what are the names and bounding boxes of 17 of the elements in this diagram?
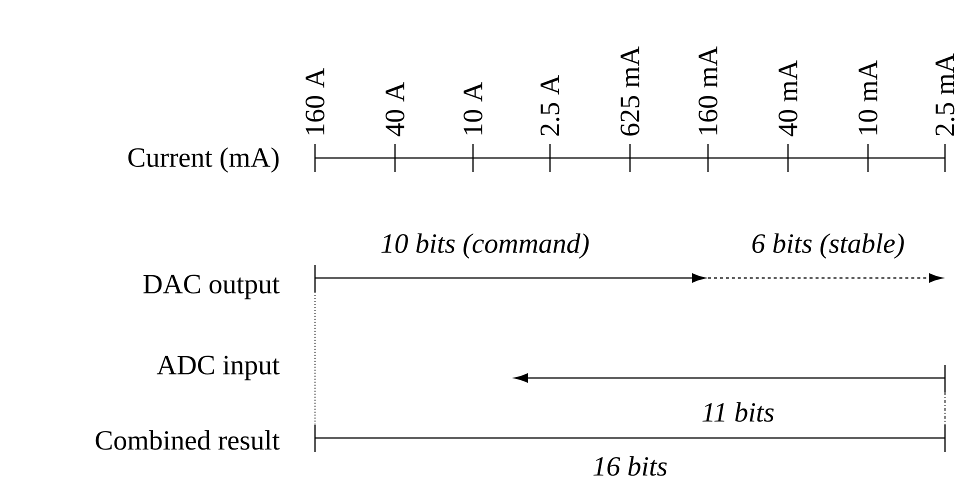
tick-label: 2.5 A [540, 75, 560, 136]
tick-label: 625 mA [620, 46, 640, 136]
row-label: DAC output [143, 274, 280, 300]
tick-label: 40 A [386, 82, 404, 136]
range-label: 6 bits (stable) [752, 233, 904, 259]
tick-label: 10 mA [858, 60, 878, 134]
tick-label: 160 A [306, 68, 324, 134]
tick-label: 10 A [464, 82, 482, 134]
tick-label: 2.5 mA [936, 53, 954, 136]
range-label: 11 bits [702, 402, 774, 422]
range-label: 16 bits [593, 456, 667, 476]
row-label: Combined result [96, 430, 280, 450]
range-label: 10 bits (command) [381, 233, 589, 259]
tick-label: 160 mA [698, 46, 718, 134]
tick-label: 40 mA [778, 60, 798, 136]
row-label: Current (mA) [128, 147, 279, 173]
row-label: ADC input [156, 356, 280, 380]
